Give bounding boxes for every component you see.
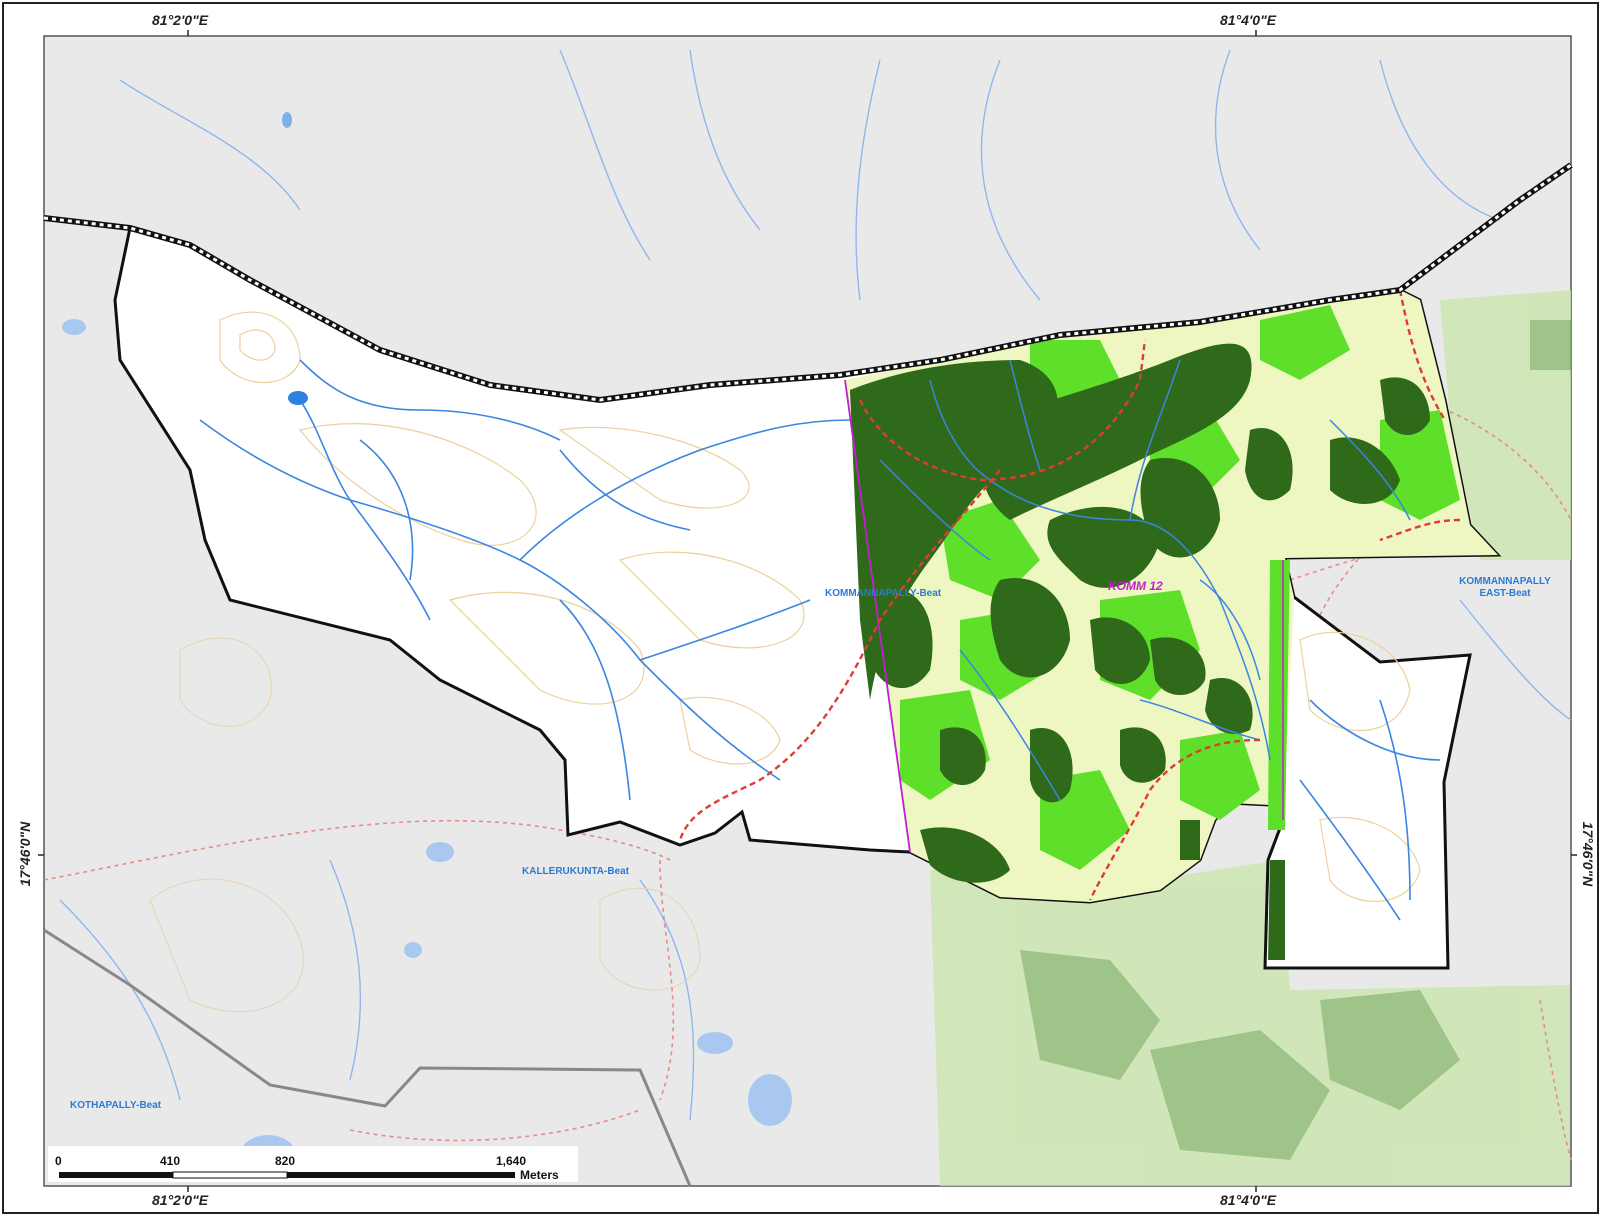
coord-left: 17°46'0"N (17, 821, 33, 887)
scale-tick-1640: 1,640 (496, 1154, 527, 1168)
beat-water-bodies (282, 112, 308, 405)
scale-tick-820: 820 (275, 1154, 296, 1168)
beat-contours (219, 311, 1421, 902)
coord-bottom-right: 81°4'0"E (1220, 1192, 1277, 1208)
scale-bar (48, 1146, 578, 1182)
scale-tick-410: 410 (160, 1154, 181, 1168)
label-east-beat: KOMMANNAPALLY EAST-Beat (1440, 576, 1570, 600)
coord-right: 17°46'0"N (1580, 821, 1596, 887)
outside-streams (59, 49, 1572, 1121)
beat-boundary-outside (43, 928, 692, 1187)
compartment-komm-12 (844, 290, 1498, 960)
scale-unit: Meters (520, 1168, 559, 1182)
outside-forest-patches (930, 290, 1571, 1186)
coord-top-right: 81°4'0"E (1220, 12, 1277, 28)
label-east-beat-line1: KOMMANNAPALLY (1459, 576, 1551, 587)
label-center-beat: KOMMANNAPALLY-Beat (825, 588, 942, 599)
beat-streams (199, 359, 1441, 921)
label-west-beat: KOTHAPALLY-Beat (70, 1100, 162, 1111)
label-east-beat-line2: EAST-Beat (1479, 588, 1531, 599)
label-compartment: KOMM 12 (1108, 579, 1163, 593)
coord-bottom-left: 81°2'0"E (152, 1192, 209, 1208)
coord-top-left: 81°2'0"E (152, 12, 209, 28)
scale-tick-0: 0 (55, 1154, 62, 1168)
label-south-beat: KALLERUKUNTA-Beat (522, 866, 630, 877)
graticule-ticks (38, 30, 1577, 1192)
outside-contours (149, 637, 701, 1013)
beat-roads (678, 289, 1461, 901)
